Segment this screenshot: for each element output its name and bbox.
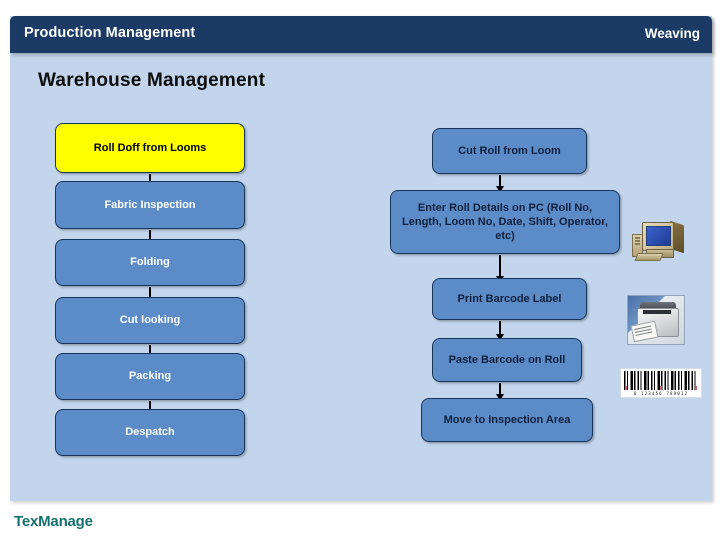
flow-box-print-barcode-label[interactable]: Print Barcode Label xyxy=(432,278,587,320)
barcode-bars xyxy=(624,371,698,390)
flow-box-cut-looking[interactable]: Cut looking xyxy=(55,297,245,344)
flow-arrow-right-3 xyxy=(496,321,504,341)
flow-box-despatch[interactable]: Despatch xyxy=(55,409,245,456)
flow-box-fabric-inspection[interactable]: Fabric Inspection xyxy=(55,181,245,229)
flow-box-roll-doff-from-looms[interactable]: Roll Doff from Looms xyxy=(55,123,245,173)
barcode-label-printer-icon xyxy=(627,295,685,345)
slide-content-panel: Production Management Weaving Warehouse … xyxy=(10,16,712,501)
flow-arrow-right-4 xyxy=(496,383,504,401)
section-heading: Warehouse Management xyxy=(38,70,266,91)
flow-box-paste-barcode-on-roll[interactable]: Paste Barcode on Roll xyxy=(432,338,582,382)
flow-box-cut-roll-from-loom[interactable]: Cut Roll from Loom xyxy=(432,128,587,174)
header-department-label: Weaving xyxy=(644,26,700,41)
page-title: Production Management xyxy=(24,25,196,41)
slide-header-bar: Production Management Weaving xyxy=(10,16,712,53)
flow-box-move-to-inspection-area[interactable]: Move to Inspection Area xyxy=(421,398,593,442)
flow-box-folding[interactable]: Folding xyxy=(55,239,245,286)
flow-box-packing[interactable]: Packing xyxy=(55,353,245,400)
brand-logo: TexManage xyxy=(14,513,93,530)
flow-box-enter-roll-details[interactable]: Enter Roll Details on PC (Roll No, Lengt… xyxy=(390,190,620,254)
flow-arrow-right-2 xyxy=(496,255,504,283)
barcode-digits: 0 123456 789012 xyxy=(633,391,689,396)
flow-arrow-right-1 xyxy=(496,175,504,193)
barcode-image: 0 123456 789012 xyxy=(620,368,702,398)
desktop-computer-icon xyxy=(632,218,694,264)
